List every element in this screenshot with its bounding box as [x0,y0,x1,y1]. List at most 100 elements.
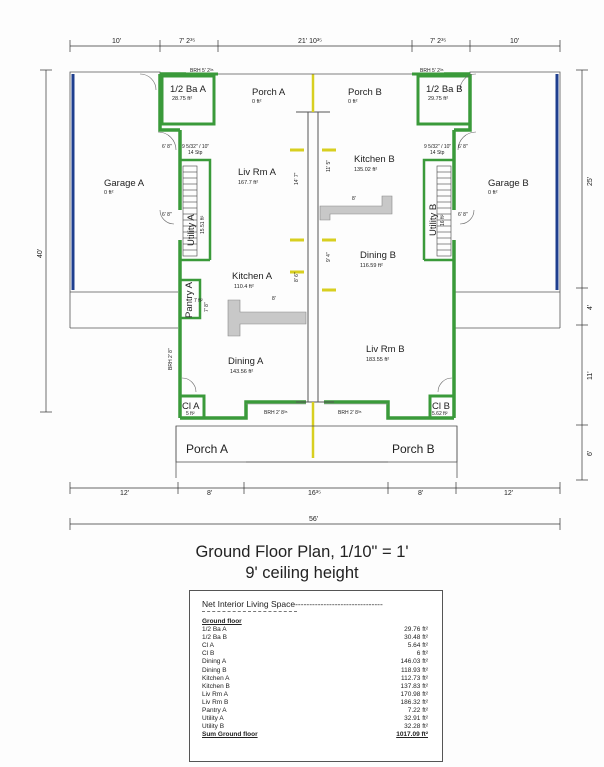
partition-marks [290,148,336,292]
room-porch-a-bottom-name: Porch A [186,442,228,456]
dim-top-5: 10' [510,38,519,45]
table-row: Cl B 6 ft² [202,650,428,658]
half-bath-walls [160,72,472,126]
bottom-dimensions [69,482,561,530]
dim-top-1: 10' [112,38,121,45]
row-value: 6 ft² [416,650,428,658]
top-dimensions [69,40,561,52]
dim-left: 40' [37,249,44,258]
dim-right-3: 11' [587,371,594,380]
dim-bottom-1: 12' [120,490,129,497]
dim-right-1: 25' [587,177,594,186]
note-dim-8b: 8' [272,296,276,302]
room-dining-b-name: Dining B [360,250,396,261]
room-kitchen-b-name: Kitchen B [354,154,395,165]
room-pantry-a-name: Pantry A [184,281,195,318]
kitchen-b-counter [319,195,393,221]
row-label: Utility A [202,715,224,723]
room-utility-b-name: Utility B [428,204,439,236]
area-schedule-divider [202,611,297,612]
room-garage-b-area: 0 ft² [488,190,498,196]
dim-bottom-3: 16³⁵ [308,490,321,497]
plan-subtitle: 9' ceiling height [245,564,359,582]
note-dim-8a: 8' [352,196,356,202]
dim-bottom-2: 8' [207,490,212,497]
room-utility-a-name: Utility A [186,214,197,246]
table-row: Kitchen B 137.83 ft² [202,683,428,691]
room-pantry-a-area: 7 ft² [194,298,203,304]
area-schedule-section: Ground floor [202,618,428,626]
room-cl-a-area: 5 ft² [186,411,195,417]
row-value: 7.22 ft² [407,707,428,715]
row-label: Liv Rm A [202,690,229,698]
room-cl-b-name: Cl B [432,401,450,412]
note-stair-a2: 14 Stp [188,150,203,156]
garage-a-door-gap [177,210,183,240]
row-label: Liv Rm B [202,698,229,706]
table-row: Liv Rm B 186.32 ft² [202,699,428,707]
exterior-walls [158,72,472,420]
row-label: Kitchen A [202,674,230,682]
stair-b [436,165,452,257]
room-cl-a-name: Cl A [182,401,200,412]
plan-title: Ground Floor Plan, 1/10" = 1' [195,543,409,561]
dim-bottom-4: 8' [418,490,423,497]
row-label: Cl B [202,650,215,658]
note-brh-top-a: BRH 5' 2³⁵ [190,68,214,74]
note-dim-11-5: 11' 5" [326,160,332,172]
room-liv-rm-b-name: Liv Rm B [366,344,405,355]
row-value: 146.03 ft² [400,658,428,666]
dim-top-4: 7' 2³⁵ [430,38,446,45]
room-porch-b-top-name: Porch B [348,87,382,98]
room-garage-a-area: 0 ft² [104,190,114,196]
dim-bottom-5: 12' [504,490,513,497]
note-dim-9-4: 9' 4" [326,252,332,262]
row-value: 112.73 ft² [401,674,428,682]
room-half-bath-b-area: 29.75 ft² [428,96,448,102]
room-dining-a-name: Dining A [228,356,264,367]
pantry-walls [180,278,202,320]
dim-top-3: 21' 10³⁵ [298,38,322,45]
row-value: 32.28 ft² [404,723,428,731]
room-cl-b-area: 5.62 ft² [432,411,448,417]
room-half-bath-a-area: 28.75 ft² [172,96,192,102]
table-row: Utility B 32.28 ft² [202,723,428,731]
note-dim-6-8a: 6' 8" [162,144,172,150]
row-label: Pantry A [202,707,227,715]
bottom-porches [175,425,458,478]
room-half-bath-a-name: 1/2 Ba A [170,84,207,95]
room-porch-b-bottom-name: Porch B [392,442,435,456]
dim-right-2: 4' [587,305,594,310]
note-brh-bottom-b: BRH 2' 8³⁵ [338,410,362,416]
door-swings [139,73,477,393]
row-label: Dining A [202,658,227,666]
note-brh-top-b: BRH 5' 2³⁵ [420,68,444,74]
row-value: 186.32 ft² [400,698,428,706]
note-dim-7-8: 7' 8" [204,302,210,312]
section-label: Ground floor [202,618,242,625]
stair-a [182,165,198,257]
room-kitchen-a-area: 110.4 ft² [234,284,254,290]
room-porch-b-top-area: 0 ft² [348,99,358,105]
note-dim-6-8c: 6' 8" [162,212,172,218]
row-label: Cl A [202,642,214,650]
floor-plan-drawing: 10' 7' 2³⁵ 21' 10³⁵ 7' 2³⁵ 10' 40' 25' 4… [37,38,594,530]
note-stair-a: 9 5/32" / 10" [182,144,209,150]
row-label: Utility B [202,723,225,731]
table-row: Dining A 146.03 ft² [202,658,428,666]
garage-outlines [69,71,561,329]
garage-b-door-gap [451,210,457,240]
note-brh-bottom-a: BRH 2' 8³⁵ [264,410,288,416]
party-wall [296,111,334,403]
side-dimensions [40,69,588,481]
dim-top-2: 7' 2³⁵ [179,38,195,45]
row-label: Kitchen B [202,682,230,690]
row-value: 137.83 ft² [400,682,428,690]
table-row: Kitchen A 112.73 ft² [202,675,428,683]
